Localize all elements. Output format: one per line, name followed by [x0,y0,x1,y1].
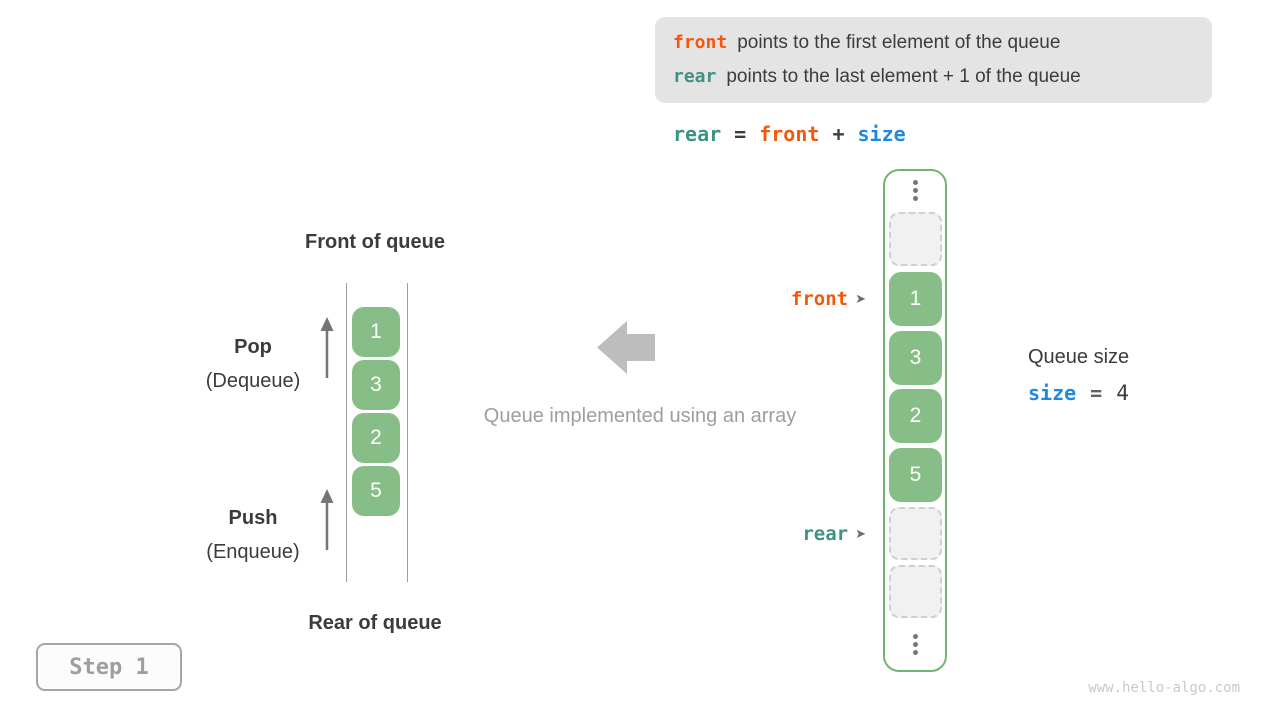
size-variable: size [1028,381,1077,405]
rear-definition-text: points to the last element + 1 of the qu… [726,66,1081,87]
pointer-formula: rear = front + size [673,122,906,146]
formula-equals: = [734,122,747,146]
size-value: 4 [1116,381,1129,405]
pop-label: Pop [234,336,272,358]
array-cell: 2 [889,389,942,443]
left-queue-cell: 5 [352,466,400,516]
front-keyword: front [673,32,728,53]
right-arrowhead-icon: ➤ [855,526,866,542]
enqueue-label: (Enqueue) [206,541,300,563]
rear-pointer-row: rear ➤ [660,522,866,546]
push-label-group: Push (Enqueue) [173,507,333,564]
queue-size-label: Queue size [1028,346,1130,368]
step-badge: Step 1 [36,643,182,691]
array-cell: 5 [889,448,942,502]
front-definition-text: points to the first element of the queue [737,32,1061,53]
queue-channel-left-line [346,283,347,582]
push-up-arrow-icon [320,489,334,550]
formula-rear: rear [673,122,722,146]
front-of-queue-label: Front of queue [305,231,445,253]
front-pointer-label: front [790,288,849,310]
rear-pointer-label: rear [802,523,849,545]
array-cell: 1 [889,272,942,326]
vertical-ellipsis-top-icon [889,180,942,201]
front-pointer-row: front ➤ [660,287,866,311]
implementation-caption: Queue implemented using an array [483,405,797,427]
array-empty-cell [889,507,942,560]
left-queue-cell: 3 [352,360,400,410]
array-empty-cell [889,565,942,618]
size-equals: = [1090,381,1103,405]
left-queue-cell: 1 [352,307,400,357]
array-cell: 3 [889,331,942,385]
formula-plus: + [832,122,845,146]
queue-channel-right-line [407,283,408,582]
queue-size-equation: size = 4 [1028,381,1129,405]
dequeue-label: (Dequeue) [205,370,301,392]
left-arrow-icon [597,321,655,374]
pop-up-arrow-icon [320,317,334,378]
rear-of-queue-label: Rear of queue [308,612,442,634]
formula-size: size [857,122,906,146]
left-queue-cell: 2 [352,413,400,463]
push-label: Push [228,507,278,529]
pointer-definitions-box: front points to the first element of the … [655,17,1212,103]
rear-definition-line: rear points to the last element + 1 of th… [673,60,1194,94]
array-empty-cell [889,212,942,266]
vertical-ellipsis-bottom-icon [889,634,942,655]
formula-front: front [759,122,820,146]
watermark: www.hello-algo.com [1088,680,1240,696]
pop-label-group: Pop (Dequeue) [173,336,333,393]
right-arrowhead-icon: ➤ [855,291,866,307]
front-definition-line: front points to the first element of the … [673,26,1194,60]
rear-keyword: rear [673,66,717,87]
